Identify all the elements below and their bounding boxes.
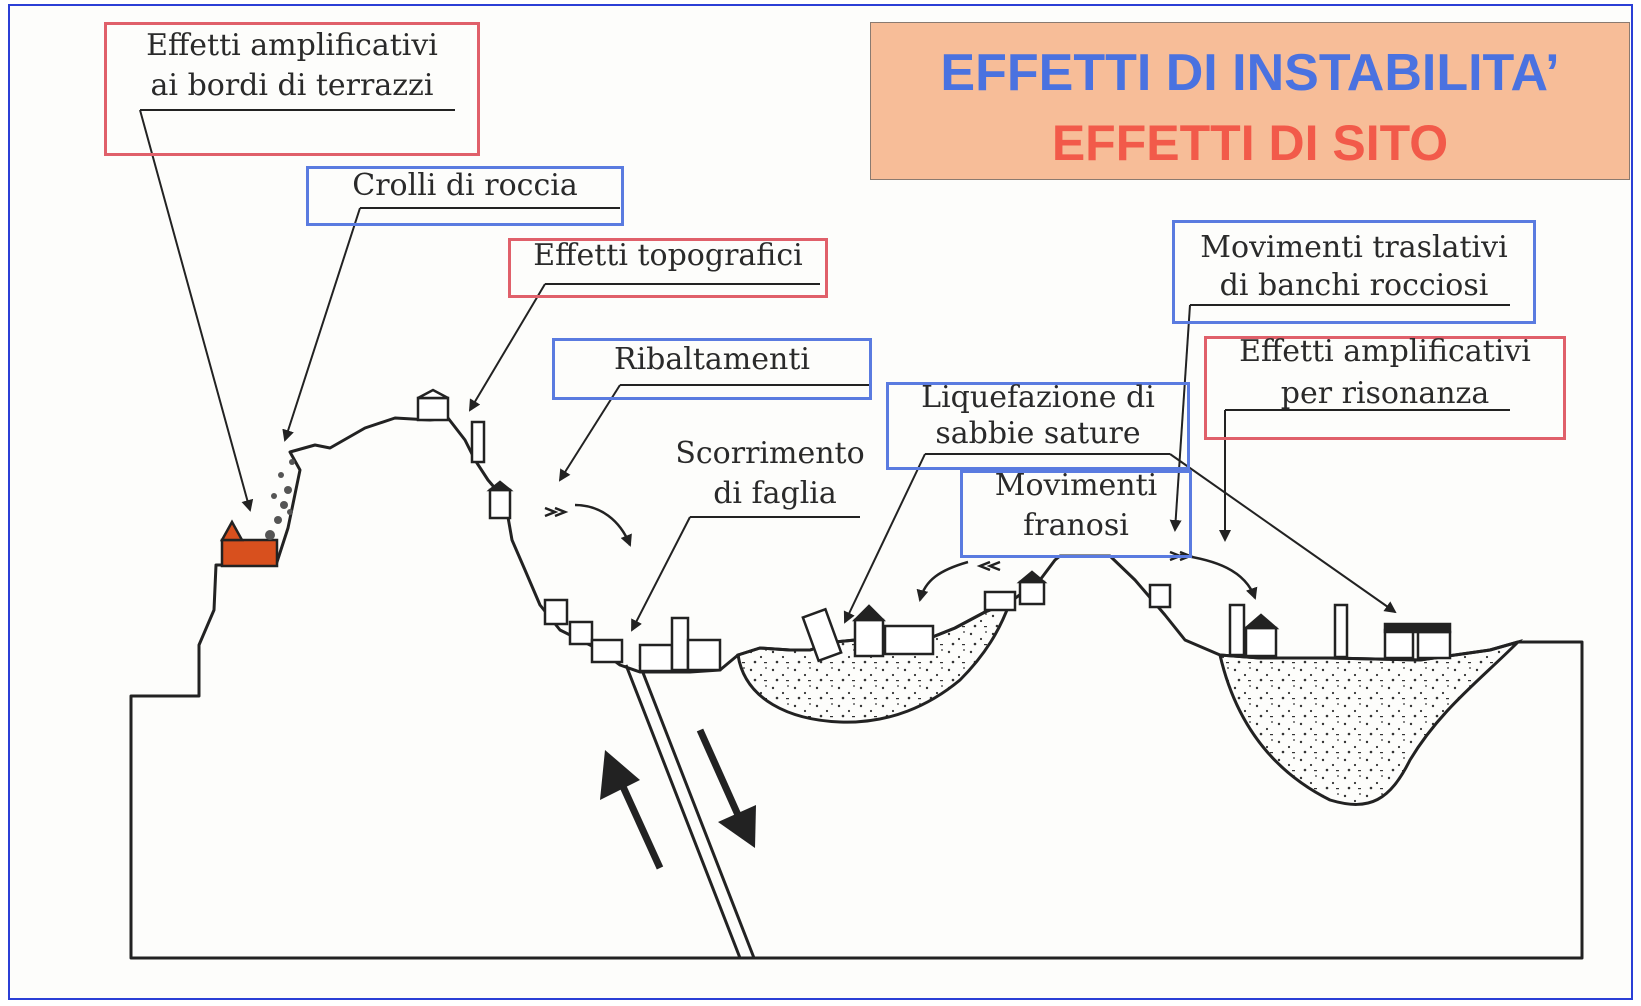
label-liquefazione-2: sabbie sature [935, 416, 1141, 451]
title-line-1: EFFETTI DI INSTABILITA’ [940, 44, 1560, 102]
label-box-crolli [306, 166, 624, 226]
label-risonanza-2: per risonanza [1280, 376, 1490, 411]
label-liquefazione-1: Liquefazione di [921, 380, 1155, 415]
ground-profile [129, 416, 1584, 960]
label-amplificativi-bordi-1: Effetti amplificativi [146, 28, 438, 63]
label-crolli: Crolli di roccia [352, 168, 578, 203]
title-line-2: EFFETTI DI SITO [1051, 115, 1449, 171]
label-risonanza-1: Effetti amplificativi [1239, 334, 1531, 369]
label-scorrimento-1: Scorrimento [675, 436, 865, 471]
red-house [220, 538, 279, 568]
label-box-traslativi [1172, 220, 1536, 324]
label-box-risonanza [1204, 336, 1566, 440]
rockfall-debris [265, 459, 295, 540]
label-box-franosi [960, 470, 1192, 558]
sand-basin-left [736, 599, 1013, 724]
label-scorrimento-2: di faglia [713, 476, 837, 511]
label-box-ribaltamenti [552, 338, 872, 400]
label-box-liquefazione [886, 382, 1190, 470]
leader-lines [139, 109, 1510, 632]
fault-line [624, 664, 756, 959]
label-topografici: Effetti topografici [533, 238, 803, 273]
label-ribaltamenti: Ribaltamenti [614, 342, 810, 377]
houses [219, 388, 1452, 673]
label-franosi-2: franosi [1023, 508, 1129, 543]
label-box-amplificativi-bordi [104, 22, 480, 156]
title-banner: EFFETTI DI INSTABILITA’ EFFETTI DI SITO [870, 22, 1630, 180]
label-box-topografici [508, 238, 828, 298]
label-amplificativi-bordi-2: ai bordi di terrazzi [150, 68, 434, 103]
label-traslativi-2: di banchi rocciosi [1219, 268, 1489, 303]
fault-arrows [600, 728, 756, 870]
label-traslativi-1: Movimenti traslativi [1200, 230, 1508, 265]
sand-basin-right [1218, 638, 1524, 806]
label-franosi-1: Movimenti [994, 468, 1158, 503]
